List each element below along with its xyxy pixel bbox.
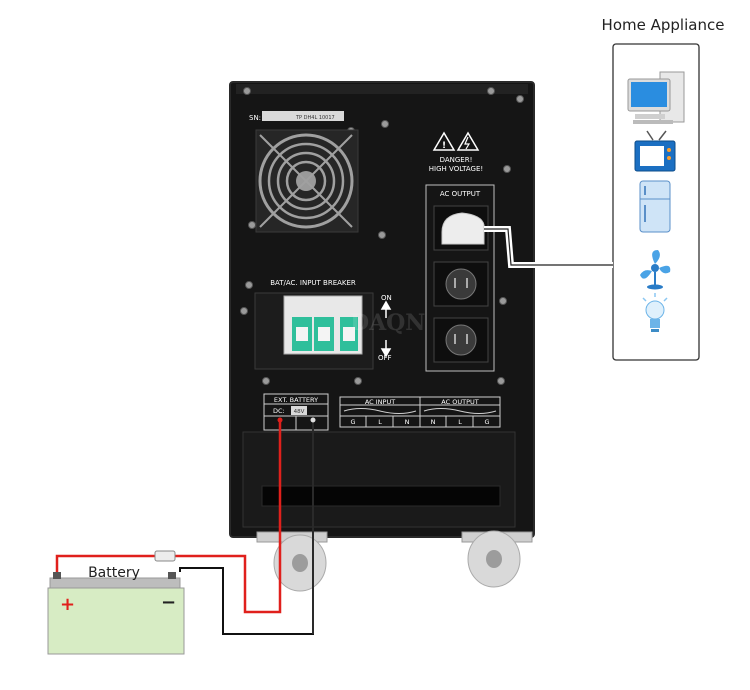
ac-input-terminal-n: N	[405, 418, 410, 426]
high-voltage-warning-icon: !	[432, 131, 480, 151]
sn-label: SN:	[249, 114, 261, 122]
ext-battery-label: EXT. BATTERY	[274, 396, 318, 404]
cooling-fan-icon	[255, 129, 359, 233]
ac-output-terminal-n: N	[431, 418, 436, 426]
ac-output-label: AC OUTPUT	[441, 398, 478, 406]
battery-label: Battery	[88, 565, 140, 581]
positive-terminal	[277, 417, 283, 423]
dc-label: DC:	[273, 407, 285, 415]
home-appliance-title: Home Appliance	[601, 16, 725, 34]
computer-icon	[627, 71, 685, 124]
breaker-switch[interactable]	[254, 292, 374, 370]
sn-sticker	[262, 111, 344, 121]
ac-input-terminal-l: L	[378, 418, 382, 426]
svg-text:DAQN: DAQN	[140, 310, 215, 336]
ac-input-label: AC INPUT	[365, 398, 395, 406]
ac-output-panel-label: AC OUTPUT	[440, 190, 481, 198]
caster-wheels-icon	[256, 530, 533, 592]
positive-wire-battery	[55, 554, 164, 572]
battery-minus-sign: −	[161, 592, 176, 613]
battery-plus-sign: +	[60, 594, 75, 615]
negative-wire	[179, 420, 314, 635]
svg-text:DAQN: DAQN	[540, 310, 615, 336]
fridge-icon	[639, 180, 671, 233]
on-label: ON	[381, 294, 392, 302]
ac-output-terminal-l: L	[458, 418, 462, 426]
svg-text:DAQN: DAQN	[725, 310, 750, 336]
svg-text:!: !	[442, 141, 446, 151]
ac-input-terminal-g: G	[350, 418, 355, 426]
svg-text:DAQN: DAQN	[350, 310, 425, 336]
on-off-arrows-icon	[380, 300, 392, 358]
warning-line2: HIGH VOLTAGE!	[429, 165, 483, 173]
warning-line1: DANGER!	[440, 156, 473, 164]
vent-slot	[261, 485, 501, 507]
battery-icon	[47, 572, 185, 655]
ac-terminal-panel	[339, 396, 501, 428]
ac-output-cable-outline	[484, 228, 613, 266]
negative-terminal	[310, 417, 316, 423]
breaker-label: BAT/AC. INPUT BREAKER	[270, 279, 356, 287]
ext-battery-terminal-panel	[263, 393, 329, 431]
off-label: OFF	[378, 354, 392, 362]
positive-wire-inverter	[175, 419, 282, 614]
light-bulb-icon	[642, 293, 668, 332]
lower-cover	[242, 431, 516, 528]
watermark: DAQN DAQN DAQN DAQN	[140, 310, 750, 336]
fuse-icon	[154, 550, 176, 562]
ac-output-terminal-g: G	[484, 418, 489, 426]
fan-icon	[640, 250, 671, 290]
plug-icon	[441, 212, 485, 245]
tv-icon	[634, 130, 676, 172]
sn-value: TP DH4L 10017	[295, 115, 335, 121]
dc-value: 48V	[294, 409, 305, 415]
